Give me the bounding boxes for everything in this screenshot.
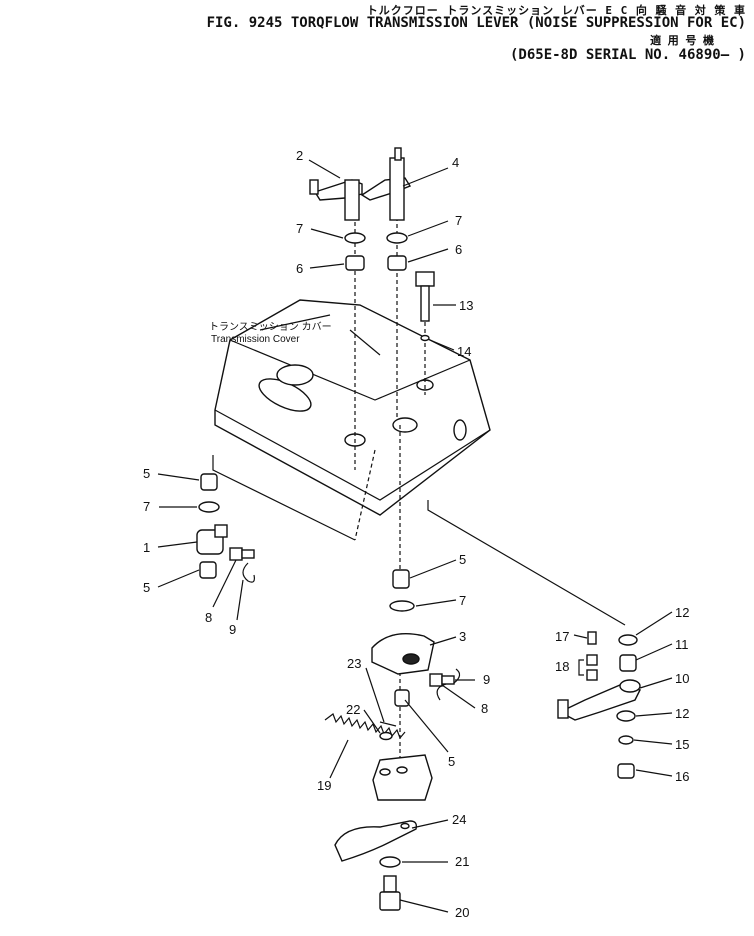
washer-7-right [386,232,408,244]
callout-5d: 5 [448,754,455,769]
pin-18-upper [586,654,598,666]
callout-16: 16 [675,769,689,784]
callout-15: 15 [675,737,689,752]
callout-8a: 8 [205,610,212,625]
bolt-8-right [429,673,455,687]
bolt-8-left [229,547,255,561]
serial-range: (D65E-8D SERIAL NO. 46890– ) [509,47,746,63]
callout-5a: 5 [143,466,150,481]
callout-3: 3 [459,629,466,644]
callout-numbers: 2 4 7 7 6 6 13 14 5 7 1 5 8 9 5 7 3 9 8 … [143,148,689,920]
pin-23 [379,721,397,727]
callout-20: 20 [455,905,469,920]
callout-7d: 7 [459,593,466,608]
lever-part-1 [196,524,228,555]
pin-17 [587,631,597,645]
ring-14 [420,334,430,342]
callout-5c: 5 [459,552,466,567]
callout-7a: 7 [296,221,303,236]
applicable-label-jp: 適 用 号 機 [650,34,714,47]
callout-22: 22 [346,702,360,717]
bushing-11 [619,654,637,672]
callout-1: 1 [143,540,150,555]
axis-line-cover-left [354,449,376,541]
cover-link-line [427,500,626,626]
spring-clip-9-left [242,562,255,583]
lever-part-3 [371,633,435,675]
callout-23: 23 [347,656,361,671]
callout-7b: 7 [455,213,462,228]
callout-4: 4 [452,155,459,170]
callout-5b: 5 [143,580,150,595]
pin-18-lower [586,669,598,681]
callout-8b: 8 [481,701,488,716]
washer-12-lower [616,710,636,722]
washer-7-lower [389,600,415,612]
callout-6b: 6 [455,242,462,257]
callout-21: 21 [455,854,469,869]
callout-leaders [157,159,673,913]
bolt-13 [415,271,435,322]
lever-part-2 [309,179,363,221]
stopper-20 [379,875,401,911]
callout-12a: 12 [675,605,689,620]
callout-7c: 7 [143,499,150,514]
washer-21 [379,856,401,868]
callout-17: 17 [555,629,569,644]
callout-18: 18 [555,659,569,674]
cover-label-jp: トランスミッション カバー [209,321,332,333]
callout-9b: 9 [483,672,490,687]
bushing-5-upper-left [200,473,218,491]
washer-7-left [344,232,366,244]
callout-24: 24 [452,812,466,827]
callout-2: 2 [296,148,303,163]
callout-13: 13 [459,298,473,313]
callout-14: 14 [457,344,471,359]
ring-22 [379,731,393,741]
plate-24 [334,820,418,862]
callout-12b: 12 [675,706,689,721]
lever-part-4 [360,147,412,221]
bushing-6-right [387,255,407,271]
bracket-18 [578,659,584,676]
bushing-6-left [345,255,365,271]
cover-label-en: Transmission Cover [211,334,300,345]
callout-10: 10 [675,671,689,686]
cover-outline-left [212,455,356,541]
lever-part-10 [557,679,642,721]
callout-19: 19 [317,778,331,793]
spring-clip-9-right [436,668,461,701]
bracket-block [372,754,433,801]
washer-12-upper [618,634,638,646]
nut-16 [617,763,635,779]
spring-19 [324,713,406,740]
callout-11: 11 [675,637,689,652]
bushing-5-lower-2 [394,689,410,707]
transmission-cover [214,299,491,516]
callout-6a: 6 [296,261,303,276]
bushing-5-lower-left [199,561,217,579]
figure-title: FIG. 9245 TORQFLOW TRANSMISSION LEVER (N… [206,15,746,31]
lock-washer-15 [618,735,634,745]
callout-9a: 9 [229,622,236,637]
washer-7-left-group [198,501,220,513]
japanese-title: トルクフロー トランスミッション レバー E C 向 騒 音 対 策 車 [366,4,746,17]
bushing-5-lower [392,569,410,589]
